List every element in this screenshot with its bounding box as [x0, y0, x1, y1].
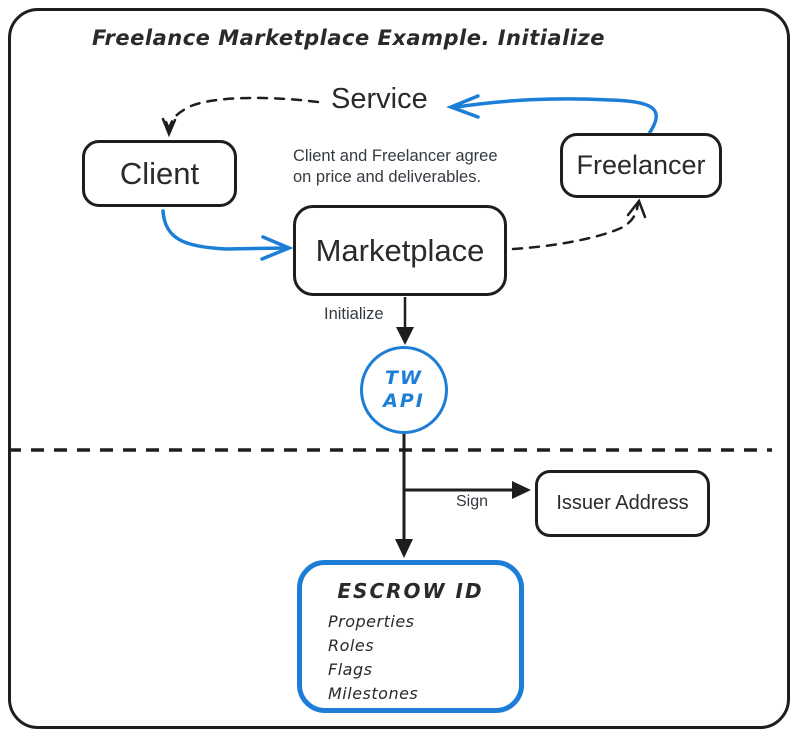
escrow-item-roles: Roles: [328, 636, 375, 655]
tw-api-line1: TW: [385, 367, 423, 390]
node-client: Client: [82, 140, 237, 207]
escrow-items: Properties Roles Flags Milestones: [302, 610, 519, 706]
node-freelancer: Freelancer: [560, 133, 722, 198]
node-service: Service: [331, 83, 428, 115]
node-marketplace-label: Marketplace: [315, 232, 485, 268]
diagram-title: Freelance Marketplace Example. Initializ…: [92, 26, 605, 50]
escrow-item-properties: Properties: [328, 612, 415, 631]
tw-api-line2: API: [383, 390, 425, 412]
node-issuer-address: Issuer Address: [535, 470, 710, 537]
sign-label: Sign: [456, 493, 489, 510]
node-marketplace: Marketplace: [293, 205, 507, 296]
agree-note-line1: Client and Freelancer agree: [293, 147, 498, 165]
agree-note-line2: on price and deliverables.: [293, 168, 482, 187]
escrow-item-milestones: Milestones: [328, 684, 419, 703]
escrow-title: ESCROW ID: [337, 579, 484, 603]
outer-frame: [8, 8, 790, 729]
escrow-item-flags: Flags: [328, 660, 373, 679]
node-escrow: ESCROW ID Properties Roles Flags Milesto…: [297, 560, 524, 713]
node-client-label: Client: [119, 155, 200, 191]
agree-note: Client and Freelancer agree on price and…: [293, 146, 498, 188]
node-tw-api: TW API: [360, 346, 448, 434]
node-freelancer-label: Freelancer: [576, 150, 706, 180]
initialize-label: Initialize: [324, 305, 384, 323]
node-issuer-address-label: Issuer Address: [556, 492, 689, 514]
